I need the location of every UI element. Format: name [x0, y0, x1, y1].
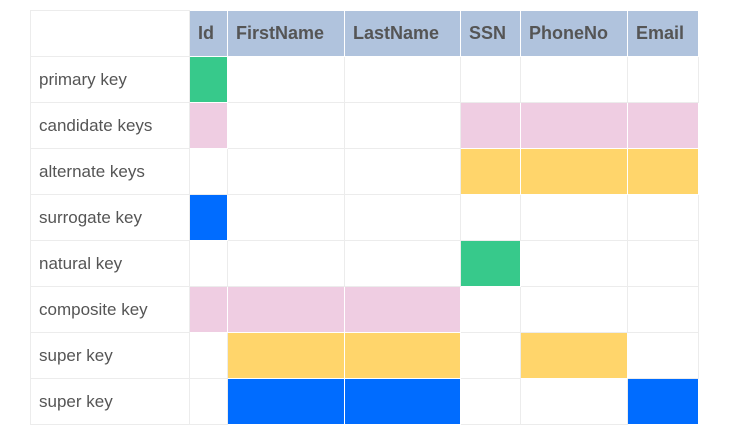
column-header-firstname: FirstName: [227, 10, 345, 57]
cell-id: [189, 56, 228, 103]
cell-id: [189, 194, 228, 241]
cell-ssn: [460, 148, 521, 195]
column-header-lastname: LastName: [344, 10, 461, 57]
column-header-phoneno: PhoneNo: [520, 10, 628, 57]
cell-firstname: [227, 240, 345, 287]
cell-lastname: [344, 286, 461, 333]
column-header-id: Id: [189, 10, 228, 57]
key-types-table: Id FirstName LastName SSN PhoneNo Email …: [30, 10, 699, 425]
cell-phoneno: [520, 240, 628, 287]
cell-email: [627, 194, 699, 241]
cell-phoneno: [520, 332, 628, 379]
cell-lastname: [344, 240, 461, 287]
cell-email: [627, 240, 699, 287]
cell-phoneno: [520, 194, 628, 241]
cell-lastname: [344, 148, 461, 195]
column-header-ssn: SSN: [460, 10, 521, 57]
cell-email: [627, 148, 699, 195]
key-row: super key: [30, 332, 699, 379]
cell-phoneno: [520, 378, 628, 425]
cell-id: [189, 332, 228, 379]
cell-id: [189, 102, 228, 149]
row-label: super key: [30, 378, 190, 425]
cell-firstname: [227, 102, 345, 149]
cell-lastname: [344, 378, 461, 425]
header-row: Id FirstName LastName SSN PhoneNo Email: [30, 10, 699, 57]
cell-id: [189, 378, 228, 425]
cell-phoneno: [520, 148, 628, 195]
cell-ssn: [460, 240, 521, 287]
cell-firstname: [227, 194, 345, 241]
cell-ssn: [460, 56, 521, 103]
row-label: composite key: [30, 286, 190, 333]
cell-firstname: [227, 286, 345, 333]
cell-ssn: [460, 194, 521, 241]
cell-email: [627, 378, 699, 425]
cell-phoneno: [520, 56, 628, 103]
key-types-grid: Id FirstName LastName SSN PhoneNo Email …: [30, 10, 699, 425]
cell-lastname: [344, 56, 461, 103]
row-label: candidate keys: [30, 102, 190, 149]
key-row: composite key: [30, 286, 699, 333]
key-row: super key: [30, 378, 699, 425]
cell-email: [627, 332, 699, 379]
cell-email: [627, 56, 699, 103]
corner-cell: [30, 10, 190, 57]
cell-email: [627, 102, 699, 149]
column-header-email: Email: [627, 10, 699, 57]
key-row: surrogate key: [30, 194, 699, 241]
cell-phoneno: [520, 102, 628, 149]
cell-firstname: [227, 378, 345, 425]
cell-ssn: [460, 332, 521, 379]
key-row: candidate keys: [30, 102, 699, 149]
key-row: alternate keys: [30, 148, 699, 195]
row-label: primary key: [30, 56, 190, 103]
cell-email: [627, 286, 699, 333]
cell-id: [189, 286, 228, 333]
key-row: natural key: [30, 240, 699, 287]
row-label: surrogate key: [30, 194, 190, 241]
cell-phoneno: [520, 286, 628, 333]
row-label: alternate keys: [30, 148, 190, 195]
cell-ssn: [460, 378, 521, 425]
cell-lastname: [344, 194, 461, 241]
row-label: natural key: [30, 240, 190, 287]
cell-firstname: [227, 56, 345, 103]
cell-id: [189, 240, 228, 287]
cell-ssn: [460, 102, 521, 149]
cell-ssn: [460, 286, 521, 333]
key-row: primary key: [30, 56, 699, 103]
cell-lastname: [344, 332, 461, 379]
cell-lastname: [344, 102, 461, 149]
cell-firstname: [227, 148, 345, 195]
cell-id: [189, 148, 228, 195]
row-label: super key: [30, 332, 190, 379]
cell-firstname: [227, 332, 345, 379]
